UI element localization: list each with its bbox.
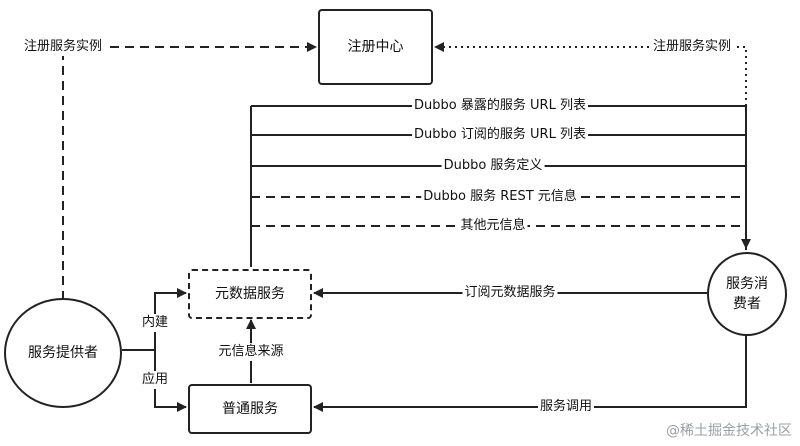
register-left-label: 注册服务实例 [21, 38, 105, 56]
registry-label: 注册中心 [347, 39, 404, 55]
provider-label: 服务提供者 [28, 345, 98, 361]
apply-label: 应用 [139, 371, 171, 389]
registry-node: 注册中心 [318, 9, 433, 85]
watermark: @稀土掘金技术社区 [666, 423, 792, 439]
subscribe-meta-label: 订阅元数据服务 [462, 284, 558, 302]
register-right-label: 注册服务实例 [650, 38, 734, 56]
normal-service-label: 普通服务 [222, 401, 278, 417]
service-call-label: 服务调用 [537, 398, 595, 416]
rest-meta-label: Dubbo 服务 REST 元信息 [421, 188, 579, 206]
consumer-node: 服务消 费者 [707, 252, 787, 336]
edge-apply [154, 350, 187, 412]
meta-source-label: 元信息来源 [216, 343, 286, 361]
metadata-service-node: 元数据服务 [188, 269, 312, 319]
consumer-label-line2: 费者 [733, 296, 761, 312]
subscribed-urls-label: Dubbo 订阅的服务 URL 列表 [412, 126, 588, 144]
edge-provider-register [62, 42, 317, 300]
normal-service-node: 普通服务 [188, 384, 312, 434]
metadata-service-label: 元数据服务 [215, 286, 285, 302]
consumer-label-line1: 服务消 [726, 276, 768, 292]
provider-node: 服务提供者 [4, 298, 122, 408]
builtin-label: 内建 [139, 314, 171, 332]
exposed-urls-label: Dubbo 暴露的服务 URL 列表 [412, 97, 588, 115]
edge-service-call [313, 335, 747, 412]
service-def-label: Dubbo 服务定义 [441, 157, 545, 175]
other-meta-label: 其他元信息 [458, 217, 528, 235]
